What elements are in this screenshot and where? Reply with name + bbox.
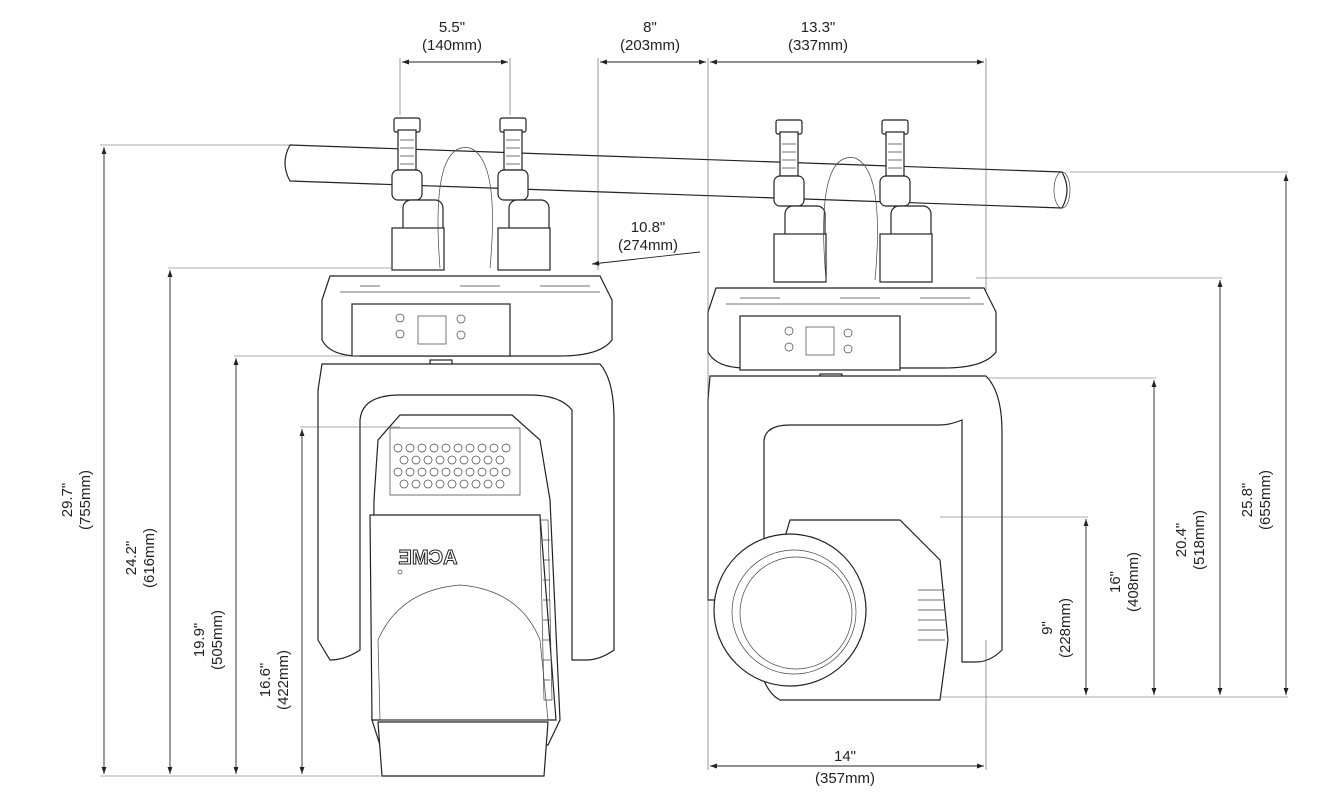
side-head [713,519,949,701]
dim-side-overall-height: 25.8" (655mm) [1070,171,1289,695]
dim-side-yoke-height-in: 16" [1107,571,1124,593]
dim-head-top-height-in: 16.6" [257,663,274,698]
dim-lens-center-height-in: 9" [1039,621,1056,635]
front-head: ACME [369,414,561,777]
side-yoke [707,375,1003,663]
dim-head-offset-mm: (203mm) [620,37,680,54]
dim-head-depth-mm: (357mm) [815,770,875,787]
side-safety-cable [823,157,878,281]
dim-base-top-height: 24.2" (616mm) [123,267,392,774]
dim-side-base-height: 20.4" (518mm) [976,277,1223,695]
front-head-vents [393,443,511,489]
dim-base-top-height-mm: (616mm) [141,528,158,588]
front-view-fixture: ACME [284,117,1071,777]
dim-overall-height: 29.7" (755mm) [59,144,380,777]
dim-side-base-height-in: 20.4" [1173,523,1190,558]
dim-base-top-height-in: 24.2" [123,541,140,576]
truss-pipe [284,144,1071,209]
dim-clamp-spacing-mm: (140mm) [422,37,482,54]
side-lens-outer [713,533,867,687]
front-brand-logo: ACME [399,547,458,569]
dim-yoke-top-height-in: 19.9" [191,623,208,658]
dim-side-overall-height-in: 25.8" [1239,483,1256,518]
front-clamp-right [497,117,551,271]
dim-head-top-height-mm: (422mm) [275,650,292,710]
side-clamp-right [879,119,933,283]
dim-side-overall-height-mm: (655mm) [1257,470,1274,530]
side-view-fixture [707,119,1003,701]
dim-clamp-spacing-in: 5.5" [439,19,465,36]
dim-side-width-mm: (337mm) [788,37,848,54]
dim-head-top-height: 16.6" (422mm) [257,426,400,774]
dim-yoke-top-height: 19.9" (505mm) [191,355,360,774]
dim-head-depth: 14" (357mm) [710,640,987,787]
dim-head-offset-in: 8" [643,19,657,36]
dim-side-width-in: 13.3" [801,19,836,36]
dim-base-diagonal: 10.8" (274mm) [591,219,701,266]
dim-lens-center-height-mm: (228mm) [1057,598,1074,658]
dim-side-base-height-mm: (518mm) [1191,510,1208,570]
side-base [707,287,997,397]
dim-clamp-spacing: 5.5" (140mm) [399,19,511,115]
dim-lens-center-height: 9" (228mm) [940,516,1288,698]
dim-base-diagonal-in: 10.8" [631,219,666,236]
dim-base-diagonal-mm: (274mm) [618,237,678,254]
side-clamp-left [773,119,827,283]
dim-overall-height-in: 29.7" [59,483,76,518]
dim-head-depth-in: 14" [834,748,856,765]
dim-side-yoke-height: 16" (408mm) [986,377,1157,695]
dim-side-yoke-height-mm: (408mm) [1125,552,1142,612]
side-lens-inner [731,549,857,675]
front-clamp-left [391,117,445,271]
dim-overall-height-mm: (755mm) [77,470,94,530]
dim-side-width: 13.3" (337mm) [710,19,987,290]
dim-yoke-top-height-mm: (505mm) [209,610,226,670]
front-yoke [317,363,615,661]
dim-head-offset: 8" (203mm) [597,19,709,770]
front-safety-cable [437,147,493,269]
